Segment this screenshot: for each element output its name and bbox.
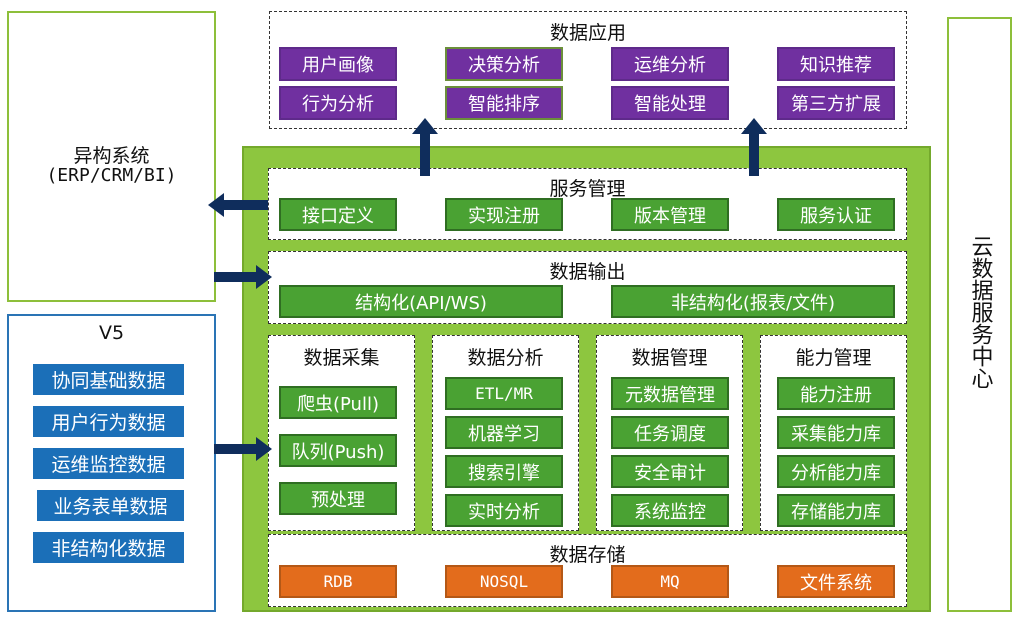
cloud-data-service-center-label: 云数据服务中心 <box>967 235 993 389</box>
v5-title: V5 <box>98 322 125 344</box>
data-app-item: 用户画像 <box>279 47 397 81</box>
management-item: 元数据管理 <box>611 377 729 410</box>
collect-item: 预处理 <box>279 482 397 515</box>
data-application-title: 数据应用 <box>549 22 626 44</box>
capability-management-title: 能力管理 <box>795 347 872 369</box>
data-output-title: 数据输出 <box>549 261 626 283</box>
data-app-item: 运维分析 <box>611 47 729 81</box>
service-item: 实现注册 <box>445 198 563 231</box>
analysis-item: 实时分析 <box>445 494 563 527</box>
v5-item: 业务表单数据 <box>37 490 184 521</box>
arrow-up-left <box>412 118 438 176</box>
storage-item: RDB <box>279 565 397 598</box>
data-app-item: 知识推荐 <box>777 47 895 81</box>
capability-item: 采集能力库 <box>777 416 895 449</box>
analysis-item: ETL/MR <box>445 377 563 410</box>
storage-item: 文件系统 <box>777 565 895 598</box>
v5-item: 协同基础数据 <box>33 364 184 395</box>
data-app-item: 第三方扩展 <box>777 86 895 120</box>
heterogeneous-systems-panel: 异构系统 (ERP/CRM/BI) <box>7 11 216 302</box>
output-item: 非结构化(报表/文件) <box>611 285 895 318</box>
service-item: 接口定义 <box>279 198 397 231</box>
management-item: 安全审计 <box>611 455 729 488</box>
arrow-right-to-output <box>214 265 272 289</box>
data-analysis-title: 数据分析 <box>467 347 544 369</box>
capability-item: 能力注册 <box>777 377 895 410</box>
data-collection-title: 数据采集 <box>303 347 380 369</box>
data-app-item: 决策分析 <box>445 47 563 81</box>
data-storage-title: 数据存储 <box>549 544 626 566</box>
collect-item: 爬虫(Pull) <box>279 386 397 419</box>
v5-item: 非结构化数据 <box>33 532 184 563</box>
capability-item: 分析能力库 <box>777 455 895 488</box>
storage-item: MQ <box>611 565 729 598</box>
data-app-item: 智能处理 <box>611 86 729 120</box>
service-management-title: 服务管理 <box>549 178 626 200</box>
service-item: 服务认证 <box>777 198 895 231</box>
data-app-item: 行为分析 <box>279 86 397 120</box>
heterogeneous-systems-title: 异构系统 <box>73 145 150 167</box>
data-app-item: 智能排序 <box>445 86 563 120</box>
arrow-up-right <box>741 118 767 176</box>
arrow-left-to-hetero <box>208 193 268 217</box>
management-item: 任务调度 <box>611 416 729 449</box>
data-management-title: 数据管理 <box>631 347 708 369</box>
management-item: 系统监控 <box>611 494 729 527</box>
collect-item: 队列(Push) <box>279 434 397 467</box>
service-item: 版本管理 <box>611 198 729 231</box>
v5-item: 用户行为数据 <box>33 406 184 437</box>
capability-item: 存储能力库 <box>777 494 895 527</box>
storage-item: NOSQL <box>445 565 563 598</box>
v5-item: 运维监控数据 <box>33 448 184 479</box>
output-item: 结构化(API/WS) <box>279 285 563 318</box>
heterogeneous-systems-subtitle: (ERP/CRM/BI) <box>46 165 177 186</box>
analysis-item: 搜索引擎 <box>445 455 563 488</box>
analysis-item: 机器学习 <box>445 416 563 449</box>
arrow-right-to-collect <box>214 437 272 461</box>
cloud-data-service-center-panel: 云数据服务中心 <box>947 17 1012 612</box>
